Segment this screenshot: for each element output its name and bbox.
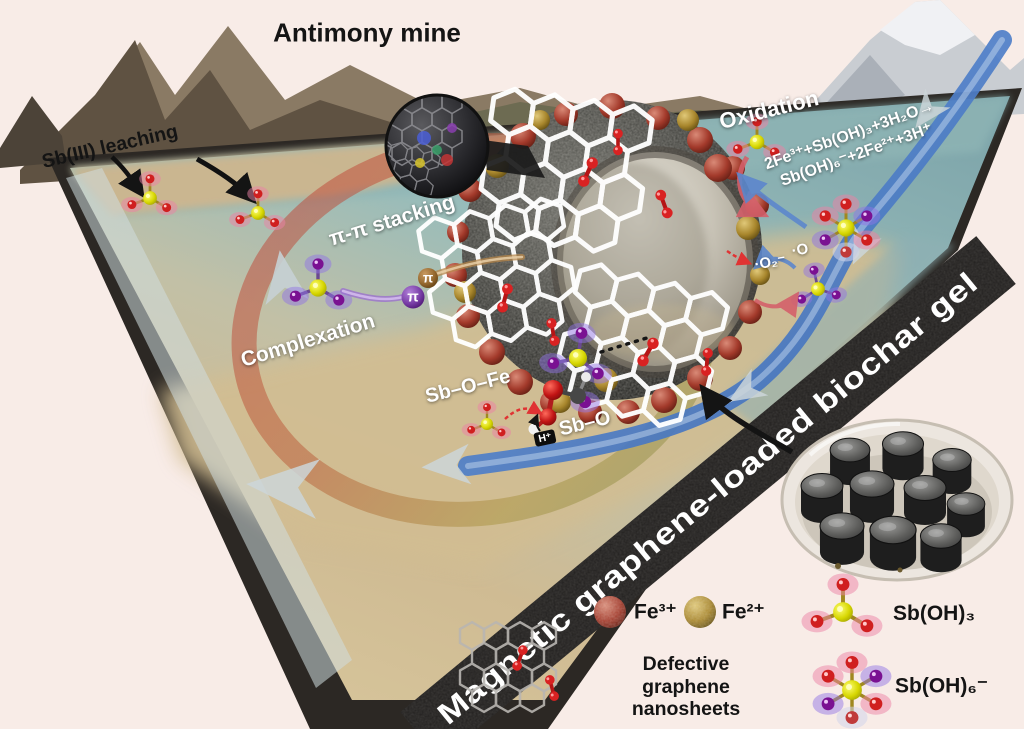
oxygen-radical-label: ·O bbox=[790, 240, 810, 260]
graphene-legend-label: Defective graphene nanosheets bbox=[631, 653, 741, 721]
petri-dish bbox=[780, 418, 1014, 582]
fe2-legend-label: Fe²⁺ bbox=[722, 600, 765, 624]
pi-symbol-brown: π bbox=[422, 270, 434, 286]
scene-title: Antimony mine bbox=[273, 17, 461, 48]
dish-callout-arrow bbox=[699, 383, 794, 455]
pi-stacking-comets bbox=[340, 254, 525, 309]
water-wall bbox=[66, 168, 352, 688]
sboh6-legend-label: Sb(OH)₆⁻ bbox=[895, 674, 988, 698]
complexation-dotted-bond bbox=[599, 335, 652, 354]
callout-wedge bbox=[483, 140, 545, 178]
biochar-pellets bbox=[800, 431, 986, 573]
redox-arrows bbox=[726, 155, 808, 318]
buckyball-callout bbox=[384, 93, 545, 199]
fe3-legend-label: Fe³⁺ bbox=[634, 600, 677, 624]
legend-icons bbox=[460, 573, 891, 728]
sb-o-stick-structure bbox=[504, 372, 591, 435]
flow-tube bbox=[244, 30, 1012, 519]
pi-ball-brown bbox=[418, 268, 438, 288]
pi-symbol-purple: π bbox=[407, 288, 419, 306]
pi-ball-purple bbox=[401, 285, 425, 309]
sboh3-legend-label: Sb(OH)₃ bbox=[893, 602, 976, 625]
